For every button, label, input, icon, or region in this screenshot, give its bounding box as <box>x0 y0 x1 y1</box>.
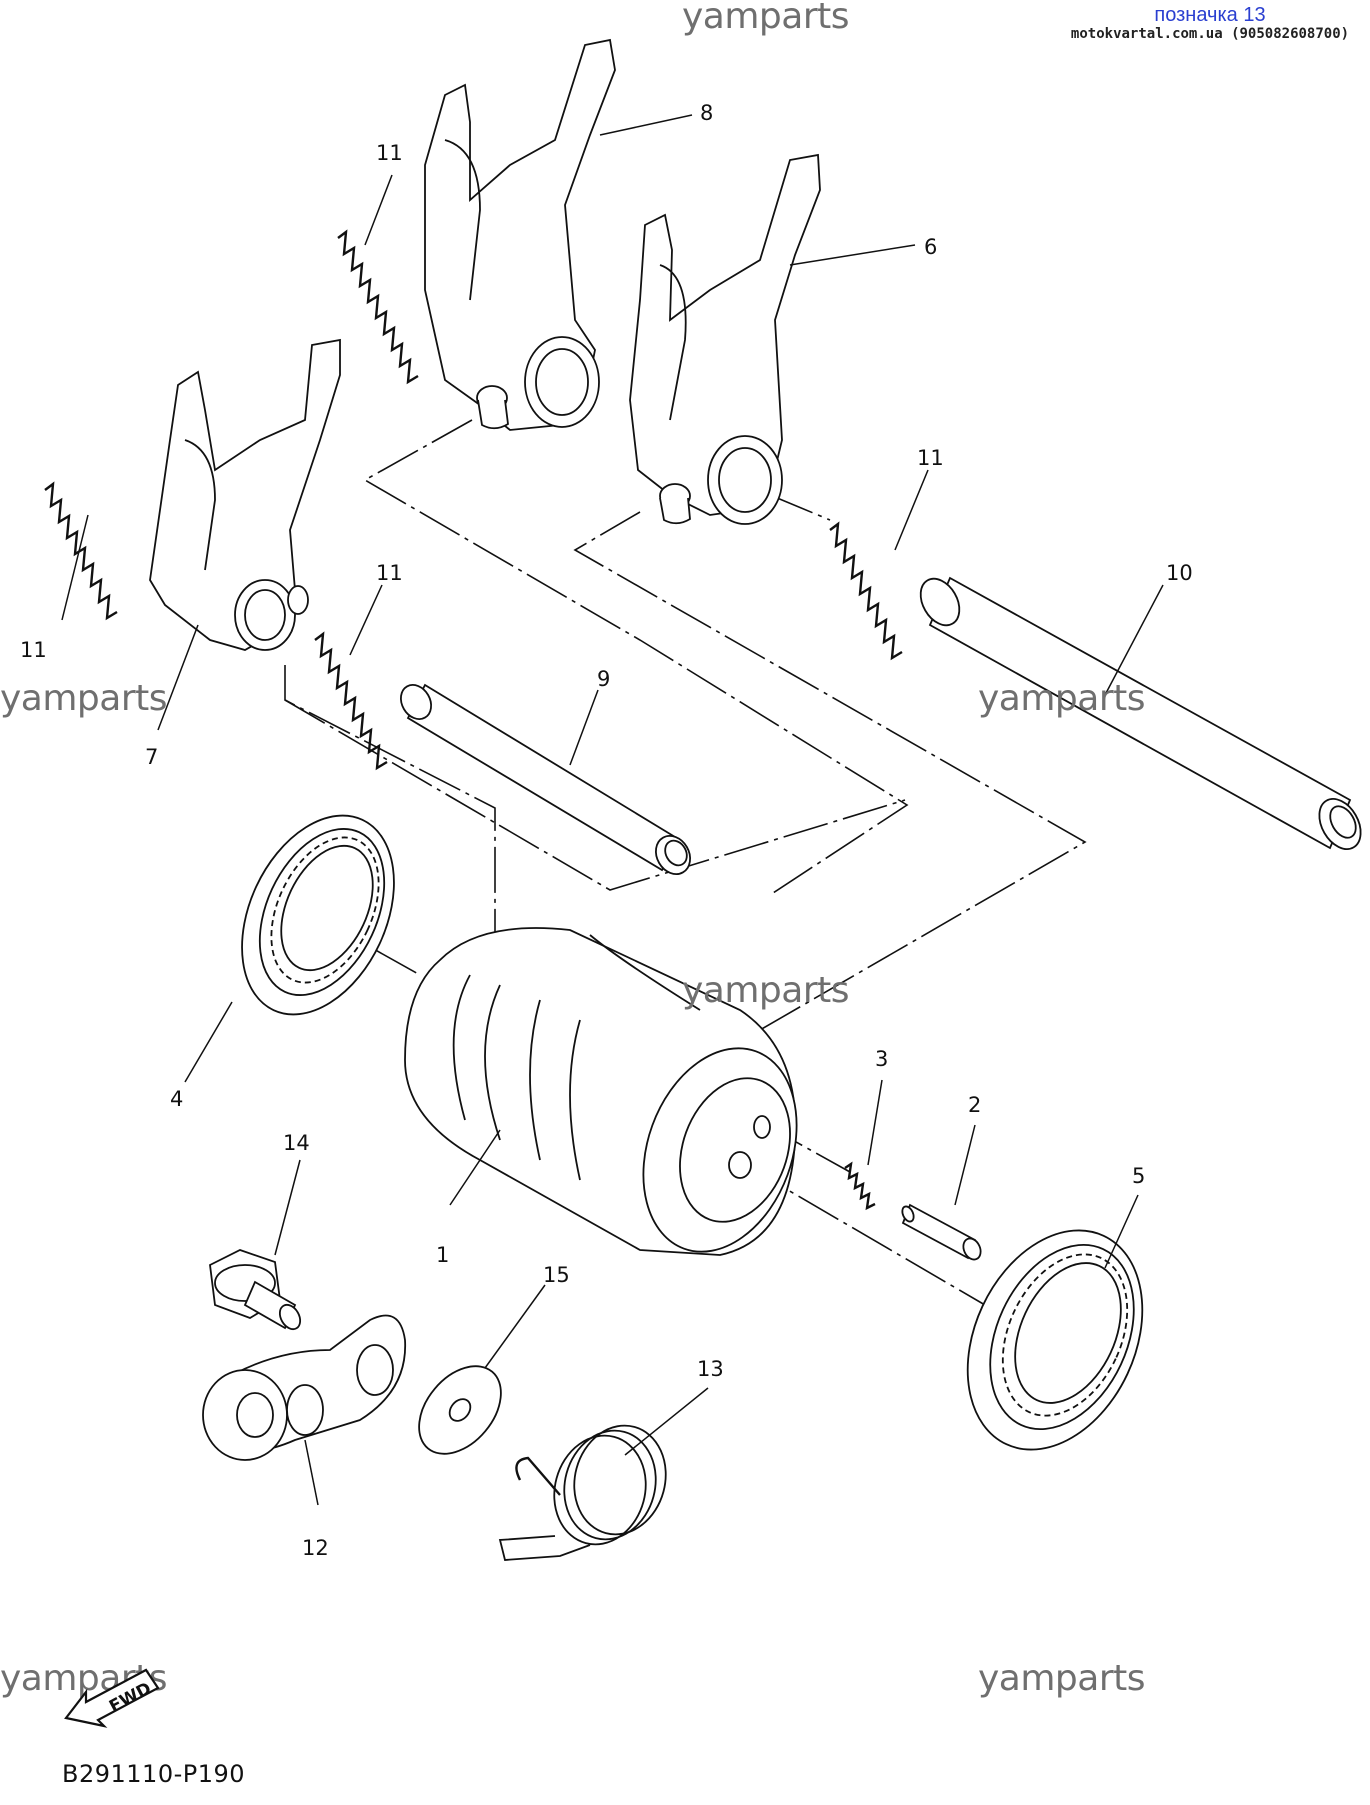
shift-fork-7 <box>149 338 341 651</box>
diagram-code: B291110-P190 <box>62 1760 246 1788</box>
callout-9: 9 <box>597 667 610 691</box>
callout-11-top: 11 <box>376 141 403 165</box>
bolt-14 <box>209 1249 302 1331</box>
spring-11-left <box>44 481 118 621</box>
watermark: yamparts <box>0 678 168 719</box>
watermark: yamparts <box>978 1658 1146 1699</box>
spring-11-top <box>337 229 419 385</box>
callout-15: 15 <box>543 1263 570 1287</box>
callout-3: 3 <box>875 1047 888 1071</box>
callout-1: 1 <box>436 1243 449 1267</box>
bearing-5 <box>966 1229 1144 1451</box>
stamp-subtitle: motokvartal.com.ua (905082608700) <box>1070 26 1350 42</box>
torsion-spring-13 <box>498 1424 667 1561</box>
pin-2 <box>901 1203 982 1261</box>
callout-11-middle: 11 <box>376 561 403 585</box>
spring-11-middle <box>314 631 388 771</box>
callout-5: 5 <box>1132 1164 1145 1188</box>
stopper-lever-12 <box>202 1314 407 1461</box>
watermark: yamparts <box>682 970 850 1011</box>
callout-11-right: 11 <box>917 446 944 470</box>
bearing-4 <box>241 814 395 1016</box>
callout-12: 12 <box>302 1536 329 1560</box>
guide-bar-10 <box>919 576 1362 850</box>
callout-14: 14 <box>283 1131 310 1155</box>
callout-7: 7 <box>145 745 158 769</box>
set-screw-3 <box>844 1161 876 1211</box>
washer-15 <box>418 1365 502 1455</box>
callout-10: 10 <box>1166 561 1193 585</box>
callout-4: 4 <box>170 1087 183 1111</box>
callout-6: 6 <box>924 235 937 259</box>
shift-fork-6 <box>629 153 821 525</box>
fwd-arrow-icon: FWD <box>58 1650 168 1730</box>
stamp-title: позначка 13 <box>1154 4 1266 26</box>
callout-11-left: 11 <box>20 638 47 662</box>
callout-13: 13 <box>697 1357 724 1381</box>
guide-bar-9 <box>400 683 691 875</box>
callout-2: 2 <box>968 1093 981 1117</box>
spring-11-right <box>829 521 903 661</box>
shift-fork-8 <box>424 38 616 431</box>
callout-8: 8 <box>700 101 713 125</box>
watermark: yamparts <box>682 0 850 37</box>
callout-leaders <box>61 114 1164 1506</box>
watermark: yamparts <box>978 678 1146 719</box>
shift-drum-1 <box>404 927 798 1256</box>
